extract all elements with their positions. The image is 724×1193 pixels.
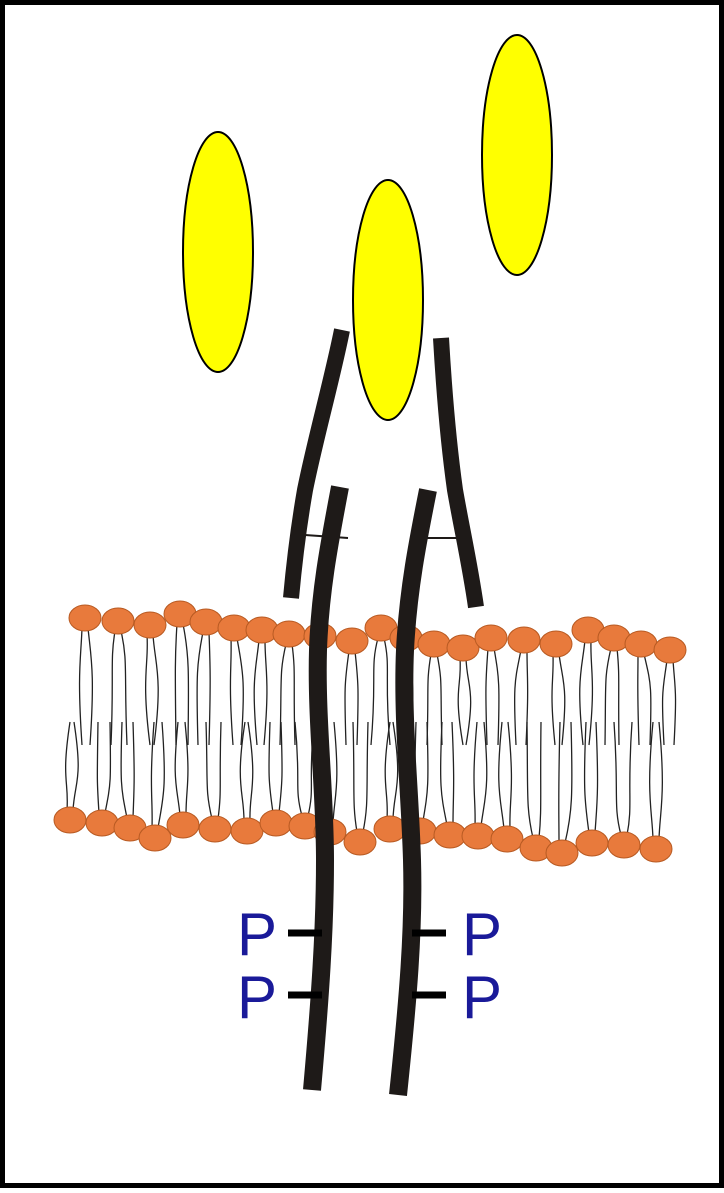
lipid-head xyxy=(54,807,86,833)
diagram-border xyxy=(3,3,722,1186)
lipid-head xyxy=(608,832,640,858)
lipid-head xyxy=(167,812,199,838)
phosphate-label-left-2: P xyxy=(237,964,277,1031)
lipid-head xyxy=(69,605,101,631)
lipid-head xyxy=(344,829,376,855)
phosphate-label-left-1: P xyxy=(237,901,277,968)
lipid-head xyxy=(491,826,523,852)
lipid-head xyxy=(654,637,686,663)
lipid-head xyxy=(625,631,657,657)
phosphate-label-right-2: P xyxy=(462,964,502,1031)
lipid-head xyxy=(139,825,171,851)
ligand-oval-left xyxy=(183,132,253,372)
lipid-head xyxy=(475,625,507,651)
ligand-oval-center xyxy=(353,180,423,420)
lipid-head xyxy=(540,631,572,657)
lipid-head xyxy=(199,816,231,842)
phosphate-label-right-1: P xyxy=(462,901,502,968)
lipid-head xyxy=(86,810,118,836)
lipid-head xyxy=(418,631,450,657)
lipid-head xyxy=(260,810,292,836)
lipid-head xyxy=(273,621,305,647)
lipid-head xyxy=(336,628,368,654)
lipid-head xyxy=(447,635,479,661)
lipid-head xyxy=(374,816,406,842)
lipid-head xyxy=(134,612,166,638)
lipid-head xyxy=(102,608,134,634)
lipid-head xyxy=(434,822,466,848)
lipid-head xyxy=(576,830,608,856)
lipid-head xyxy=(462,823,494,849)
lipid-head xyxy=(640,836,672,862)
lipid-head xyxy=(508,627,540,653)
lipid-head xyxy=(546,840,578,866)
lipid-head xyxy=(218,615,250,641)
lipid-head xyxy=(190,609,222,635)
ligand-oval-right xyxy=(482,35,552,275)
lipid-head xyxy=(231,818,263,844)
